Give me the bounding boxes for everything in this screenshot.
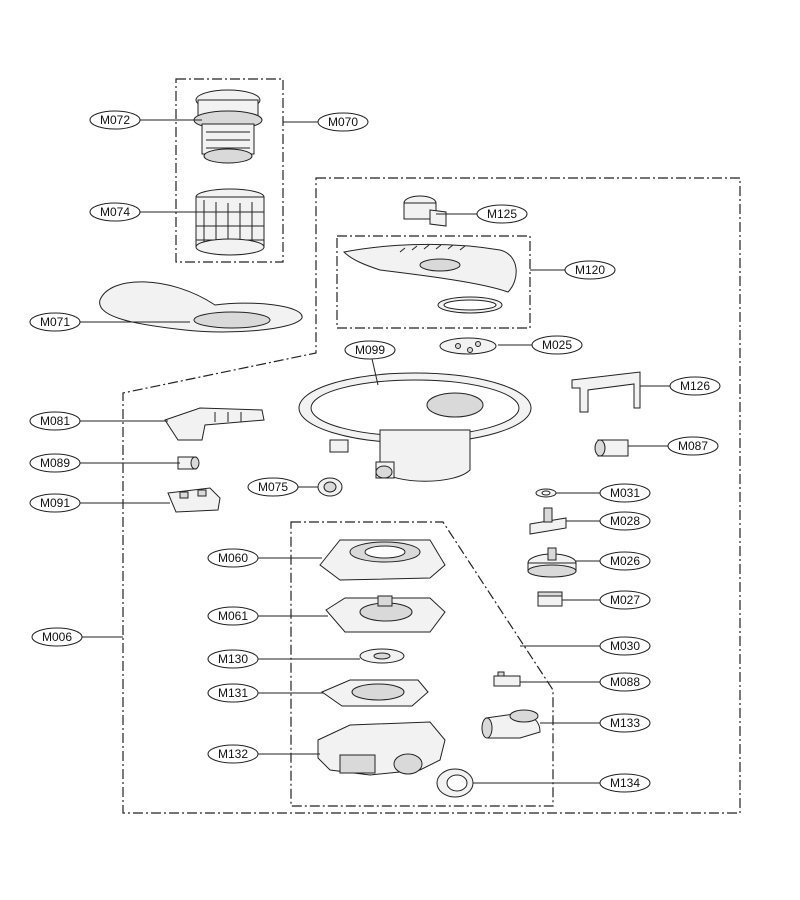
pump-cover-part [319,539,446,581]
callout-M060-text: M060 [218,551,248,565]
block-part [537,591,563,607]
callout-M075-text: M075 [258,480,288,494]
callout-M134: M134 [599,773,651,793]
filter-plate-part [99,281,303,333]
callout-M061-text: M061 [218,609,248,623]
callout-M133: M133 [599,713,651,733]
coupling-part [317,477,343,497]
callout-M130-text: M130 [218,652,248,666]
part-callouts: M072 M070 M074 M071 M125 M120 M099 M025 … [29,110,721,793]
callout-M099-text: M099 [355,343,385,357]
callout-M088-text: M088 [610,675,640,689]
callout-M081-text: M081 [40,414,70,428]
callout-M030: M030 [599,636,651,656]
callout-M091: M091 [29,493,81,513]
callout-M071: M071 [29,312,81,332]
callout-M031-text: M031 [610,486,640,500]
parts [99,89,641,798]
connector-part [177,456,200,470]
group-boundaries [122,78,741,814]
callout-M025: M025 [531,335,583,355]
callout-M072-text: M072 [100,113,130,127]
sensor-part [594,439,629,457]
callout-M006: M006 [31,627,83,647]
callout-M125-text: M125 [487,207,517,221]
clip-part [493,671,521,687]
pump-base-part [317,721,446,776]
callout-M074: M074 [89,202,141,222]
callout-M132: M132 [207,744,259,764]
spray-arm-part [342,243,517,314]
callout-M031: M031 [599,483,651,503]
mesh-filter-part [195,188,265,256]
callout-M132-text: M132 [218,747,248,761]
callout-M130: M130 [207,649,259,669]
callout-M120-text: M120 [575,263,605,277]
sump-part [298,372,532,482]
nozzle-part [403,195,447,227]
filter-group-boundary [175,78,284,263]
callout-M071-text: M071 [40,315,70,329]
callout-M060: M060 [207,548,259,568]
callout-M134-text: M134 [610,776,640,790]
callout-M126-text: M126 [680,379,710,393]
callout-M025-text: M025 [542,338,572,352]
callout-M026: M026 [599,551,651,571]
pump-plate-part [320,679,429,707]
valve-part [529,507,567,535]
callout-M075: M075 [247,477,299,497]
callout-M126: M126 [669,376,721,396]
callout-M026-text: M026 [610,554,640,568]
callout-M131: M131 [207,683,259,703]
callout-M028-text: M028 [610,514,640,528]
callout-M133-text: M133 [610,716,640,730]
callout-M089-text: M089 [40,456,70,470]
callout-M006-text: M006 [42,630,72,644]
callout-M125: M125 [476,204,528,224]
callout-M061: M061 [207,606,259,626]
callout-M088: M088 [599,672,651,692]
callout-M091-text: M091 [40,496,70,510]
leader-lines [80,119,670,784]
pump-group-boundary [290,521,554,807]
switch-part [167,487,221,513]
pump-housing-part [325,595,446,633]
callout-M070-text: M070 [328,115,358,129]
washer-part [535,488,557,498]
diverter-motor-part [527,547,577,578]
spray-arm-group-boundary [336,235,531,329]
callout-M028: M028 [599,511,651,531]
callout-M027: M027 [599,590,651,610]
callout-M027-text: M027 [610,593,640,607]
callout-M099: M099 [344,340,396,360]
callout-M120: M120 [564,260,616,280]
callout-M087: M087 [667,436,719,456]
heater-part [164,407,265,441]
bracket-part [571,371,641,413]
gasket-part [439,337,497,355]
filter-top-part [193,89,263,164]
callout-M131-text: M131 [218,686,248,700]
callout-M070: M070 [317,112,369,132]
main-assembly-boundary [122,177,741,814]
seal-ring-part [436,768,474,798]
callout-M087-text: M087 [678,439,708,453]
callout-M072: M072 [89,110,141,130]
callout-M081: M081 [29,411,81,431]
callout-M074-text: M074 [100,205,130,219]
impeller-part [359,648,405,664]
callout-M030-text: M030 [610,639,640,653]
elbow-hose-part [481,709,541,739]
callout-M089: M089 [29,453,81,473]
